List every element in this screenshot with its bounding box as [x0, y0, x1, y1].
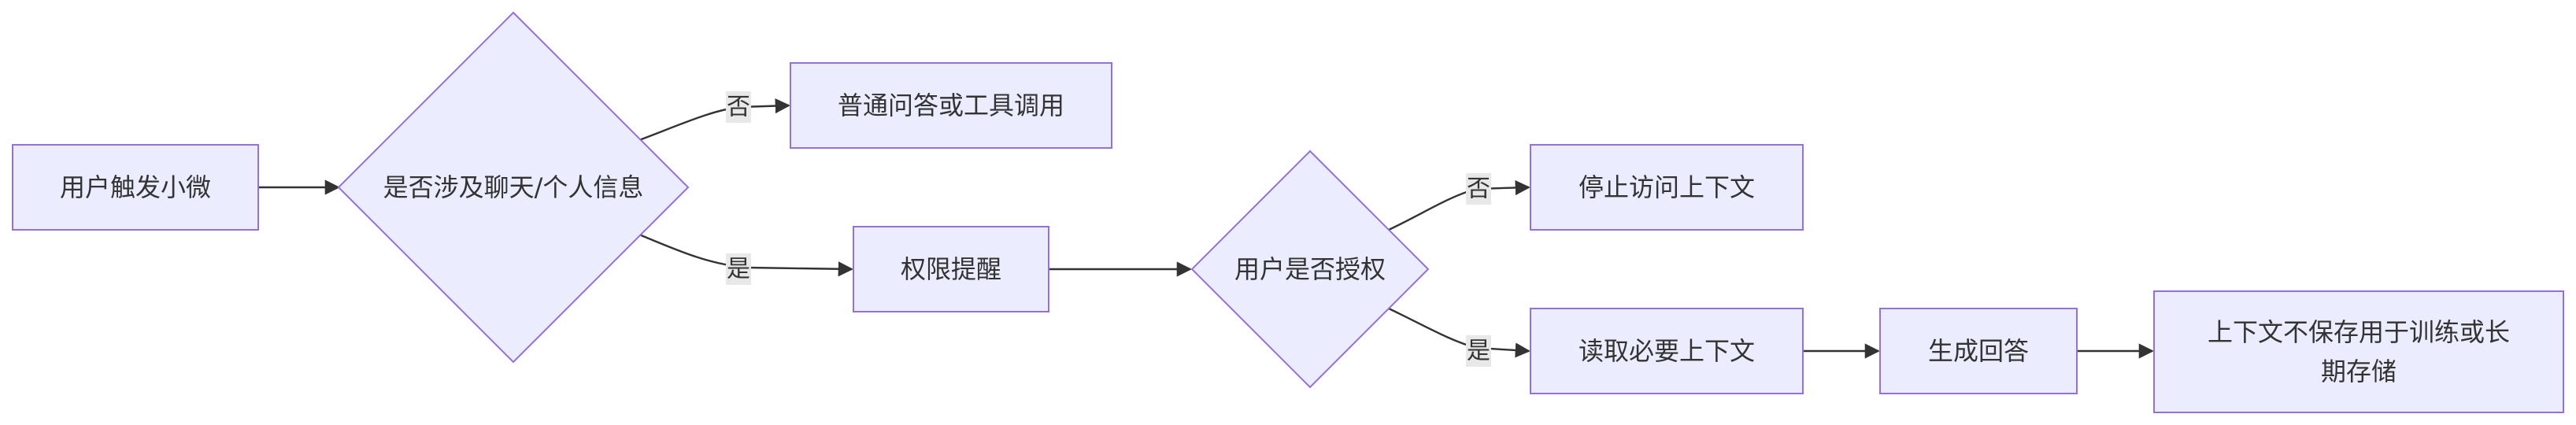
edge-label-auth-no: 否 — [1466, 173, 1491, 205]
node-permission-prompt: 权限提醒 — [853, 226, 1049, 312]
decision-involves-chat: 是否涉及聊天/个人信息 — [337, 11, 690, 364]
node-context-not-stored: 上下文不保存用于训练或长 期存储 — [2153, 290, 2564, 413]
node-label: 生成回答 — [1928, 336, 2029, 366]
node-label: 读取必要上下文 — [1579, 336, 1755, 366]
edge-authorize-to-stop — [1388, 179, 1530, 231]
edge-label-involves-no: 否 — [726, 91, 751, 123]
node-label-line2: 期存储 — [2321, 357, 2396, 386]
edge-decision-to-normal-qa — [638, 98, 790, 142]
node-label: 停止访问上下文 — [1579, 172, 1755, 202]
node-stop-access: 停止访问上下文 — [1530, 144, 1804, 231]
decision-label: 是否涉及聊天/个人信息 — [383, 172, 644, 202]
edge-label-text: 是 — [1467, 338, 1490, 365]
node-normal-qa: 普通问答或工具调用 — [790, 62, 1112, 149]
node-label: 权限提醒 — [901, 254, 1001, 284]
node-label-line1: 上下文不保存用于训练或长 — [2208, 317, 2510, 347]
edge-label-text: 是 — [727, 256, 750, 283]
node-read-context: 读取必要上下文 — [1530, 308, 1804, 394]
node-label: 用户触发小微 — [60, 172, 211, 202]
edge-authorize-to-read — [1388, 307, 1530, 358]
edge-label-auth-yes: 是 — [1466, 335, 1491, 367]
node-user-trigger: 用户触发小微 — [12, 144, 259, 231]
decision-user-authorized: 用户是否授权 — [1190, 150, 1430, 389]
node-label: 普通问答或工具调用 — [838, 91, 1064, 120]
edges — [258, 98, 2154, 359]
edge-label-text: 否 — [1467, 176, 1490, 203]
node-generate-answer: 生成回答 — [1879, 308, 2078, 394]
edge-label-text: 否 — [727, 94, 750, 121]
decision-label: 用户是否授权 — [1234, 254, 1386, 284]
edge-label-involves-yes: 是 — [726, 253, 751, 285]
